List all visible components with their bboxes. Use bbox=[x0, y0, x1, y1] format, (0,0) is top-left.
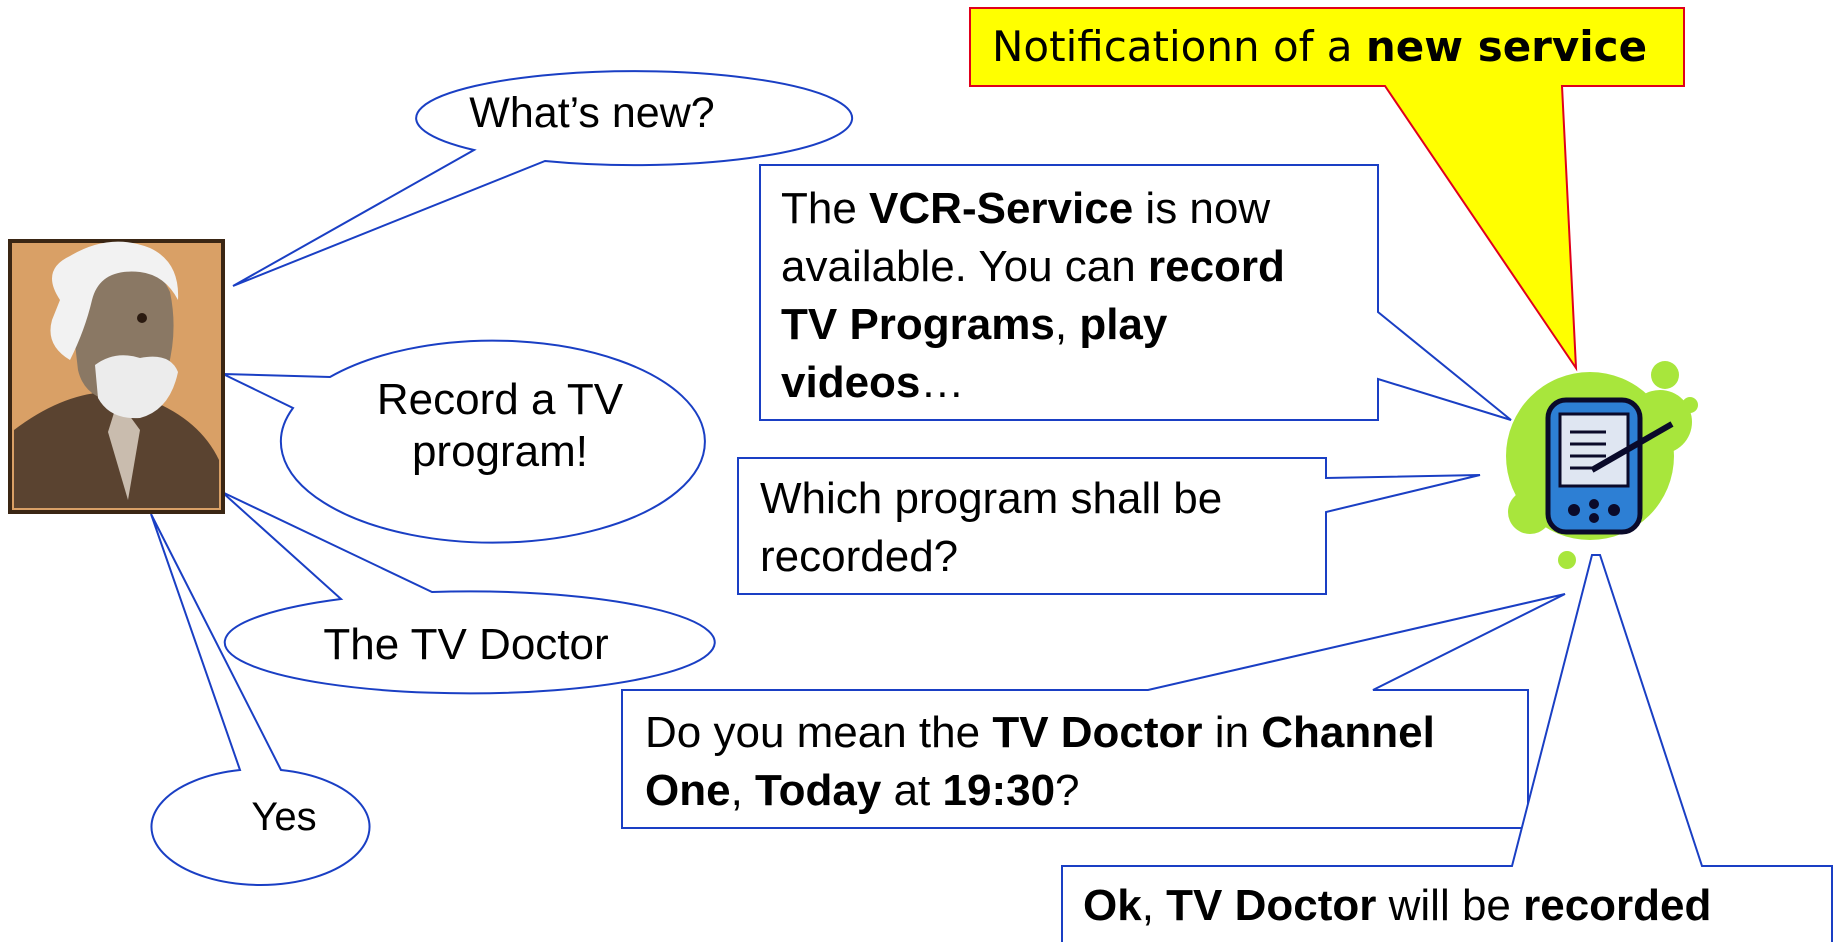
pda-handheld-icon bbox=[1506, 361, 1698, 569]
record-bubble bbox=[222, 339, 706, 544]
notification-bold: new service bbox=[1365, 22, 1648, 71]
ok-b1: Ok bbox=[1083, 881, 1142, 930]
vcr-b3: play videos bbox=[781, 300, 1168, 407]
vcr-b1: VCR-Service bbox=[869, 184, 1134, 233]
vcr-t3: , bbox=[1054, 300, 1080, 349]
vcr-service-text: The VCR-Service is now available. You ca… bbox=[781, 180, 1353, 412]
ok-recorded-text: Ok, TV Doctor will be recorded bbox=[1083, 877, 1835, 935]
tv-doctor-text: The TV Doctor bbox=[323, 620, 609, 669]
confirmation-callout bbox=[621, 593, 1566, 829]
confirm-b4: 19:30 bbox=[942, 766, 1056, 815]
vcr-b2: record TV Programs bbox=[781, 242, 1285, 349]
ok-b3: recorded bbox=[1523, 881, 1712, 930]
confirmation-text: Do you mean the TV Doctor in Channel One… bbox=[645, 704, 1525, 820]
notification-text: Notificationn of a new service bbox=[992, 21, 1647, 73]
vcr-t2: is now available. You can bbox=[781, 184, 1271, 291]
notification-prefix: Notificationn of a bbox=[992, 22, 1366, 71]
confirm-t3: , bbox=[730, 766, 756, 815]
record-line-2: program! bbox=[411, 427, 589, 476]
vcr-t1: The bbox=[781, 184, 870, 233]
confirm-t1: Do you mean the bbox=[645, 708, 993, 757]
which-program-text: Which program shall be recorded? bbox=[760, 474, 1223, 581]
vcr-t4: … bbox=[920, 358, 965, 407]
ok-b2: TV Doctor bbox=[1166, 881, 1377, 930]
confirm-b3: Today bbox=[755, 766, 882, 815]
ok-t2: will be bbox=[1376, 881, 1524, 930]
tv-doctor-bubble bbox=[221, 491, 716, 695]
vcr-service-callout bbox=[759, 164, 1512, 421]
whats-new-text: What’s new? bbox=[469, 89, 715, 137]
yes-text: Yes bbox=[251, 795, 317, 839]
ok-recorded-callout bbox=[1061, 554, 1833, 942]
confirm-t4: at bbox=[881, 766, 943, 815]
confirm-b1: TV Doctor bbox=[992, 708, 1203, 757]
record-line-1: Record a TV bbox=[376, 375, 624, 424]
notification-callout bbox=[969, 7, 1685, 372]
which-program-callout bbox=[737, 457, 1481, 595]
old-man-portrait-icon bbox=[8, 239, 225, 514]
ok-t1: , bbox=[1141, 881, 1167, 930]
yes-bubble bbox=[150, 513, 371, 886]
confirm-b2: Channel One bbox=[645, 708, 1435, 815]
confirm-t2: in bbox=[1202, 708, 1262, 757]
whats-new-bubble bbox=[232, 70, 854, 287]
confirm-t5: ? bbox=[1055, 766, 1080, 815]
